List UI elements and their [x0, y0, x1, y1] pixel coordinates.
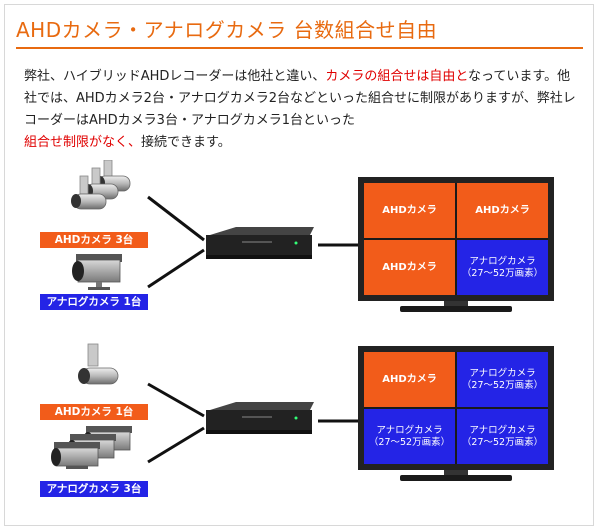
- title-underline: [16, 47, 583, 49]
- description-text-3: 接続できます。: [141, 135, 231, 150]
- screen-cell-2: アナログカメラ （27～52万画素）: [457, 352, 548, 407]
- monitor-display-2: AHDカメラ アナログカメラ （27～52万画素） アナログカメラ （27～52…: [358, 346, 554, 482]
- hybrid-recorder-icon: [206, 402, 314, 434]
- wire-analog-to-recorder-1: [147, 248, 205, 289]
- monitor-screen-grid-2: AHDカメラ アナログカメラ （27～52万画素） アナログカメラ （27～52…: [364, 352, 548, 464]
- wire-analog-to-recorder-2: [147, 426, 205, 464]
- description-highlight-1: カメラの組合せは自由と: [325, 69, 469, 84]
- wire-ahd-to-recorder-2: [147, 382, 205, 418]
- analog-camera-icon: [72, 254, 122, 290]
- screen-cell-3: アナログカメラ （27～52万画素）: [364, 409, 455, 464]
- ahd-camera-icon: [78, 343, 119, 385]
- monitor-screen-grid-1: AHDカメラ AHDカメラ AHDカメラ アナログカメラ （27～52万画素）: [364, 183, 548, 295]
- ahd-camera-count-label-2: AHDカメラ 1台: [40, 404, 148, 420]
- description-text-2: なっています。他社では、AHDカメラ2台・アナログカメラ2台などといった組合せに…: [24, 69, 576, 128]
- ahd-camera-group-icon: [71, 160, 131, 210]
- page-title: AHDカメラ・アナログカメラ 台数組合せ自由: [16, 18, 438, 42]
- hybrid-recorder-icon: [206, 227, 314, 259]
- screen-cell-2: AHDカメラ: [457, 183, 548, 238]
- ahd-camera-count-label-1: AHDカメラ 3台: [40, 232, 148, 248]
- screen-cell-1: AHDカメラ: [364, 183, 455, 238]
- monitor-display-1: AHDカメラ AHDカメラ AHDカメラ アナログカメラ （27～52万画素）: [358, 177, 554, 313]
- screen-cell-3: AHDカメラ: [364, 240, 455, 295]
- wire-ahd-to-recorder-1: [147, 195, 205, 242]
- description-highlight-2: 組合せ制限がなく、: [24, 135, 142, 150]
- analog-camera-count-label-1: アナログカメラ 1台: [40, 294, 148, 310]
- screen-cell-1: AHDカメラ: [364, 352, 455, 407]
- description-paragraph: 弊社、ハイブリッドAHDレコーダーは他社と違い、カメラの組合せは自由となっていま…: [24, 66, 580, 154]
- analog-camera-count-label-2: アナログカメラ 3台: [40, 481, 148, 497]
- analog-camera-group-icon: [51, 426, 132, 469]
- screen-cell-4: アナログカメラ （27～52万画素）: [457, 409, 548, 464]
- screen-cell-4: アナログカメラ （27～52万画素）: [457, 240, 548, 295]
- description-text-1: 弊社、ハイブリッドAHDレコーダーは他社と違い、: [24, 69, 326, 84]
